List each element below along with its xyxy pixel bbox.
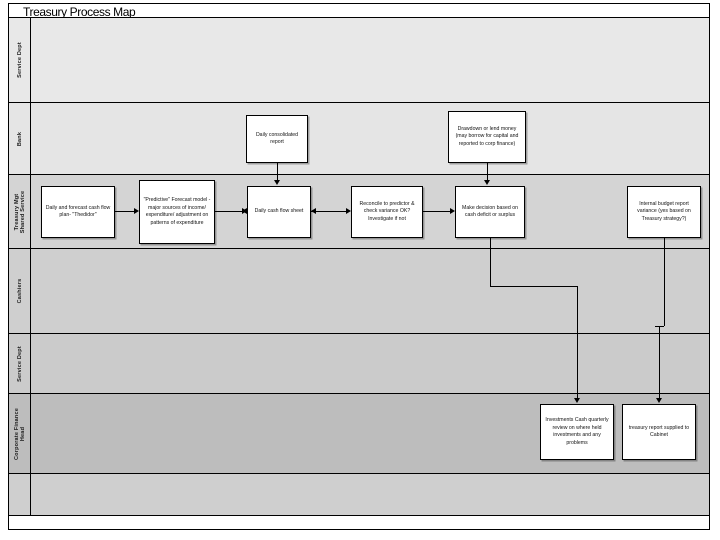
process-box-label: Daily consolidated report xyxy=(255,131,299,146)
connector-segment-reconcile-to-decision xyxy=(423,211,451,212)
connector-segment-budget-into-cabinet xyxy=(659,326,660,399)
swimlane-header-cashiers: Cashiers xyxy=(9,249,31,333)
process-box-treasury-report-supplied-to-cabinet[interactable]: treasury report supplied to Cabinet xyxy=(622,404,696,460)
connector-segment-sheet-to-reconcile xyxy=(311,211,347,212)
process-box-label: "Predictive" Forecast model - major sour… xyxy=(143,197,211,226)
connector-segment-budget-drop xyxy=(664,237,665,326)
process-box-label: Reconcile to predictor & check variance … xyxy=(359,200,415,222)
connector-segment-decision-across xyxy=(490,286,577,287)
swimlane-body-bank xyxy=(31,103,709,174)
swimlane-body-service-dept-top xyxy=(31,18,709,102)
process-box-label: Make decision based on cash deficit or s… xyxy=(462,204,518,219)
connector-arrowhead-sheet-in-left xyxy=(242,208,247,214)
process-box-make-decision-cash-deficit-surplus[interactable]: Make decision based on cash deficit or s… xyxy=(455,186,525,238)
swimlane-bank: Bank Daily consolidated report Drawdown or… xyxy=(9,103,709,175)
connector-arrowhead-drawdown-to-decision xyxy=(484,180,490,185)
connector-arrowhead-budget-to-cabinet xyxy=(656,398,662,403)
swimlane-unnamed-bottom xyxy=(9,474,709,516)
swimlane-label-cashiers: Cashiers xyxy=(16,278,23,304)
connector-segment-consolidated-to-sheet xyxy=(277,162,278,181)
swimlane-body-service-dept-2 xyxy=(31,334,709,393)
process-box-reconcile-to-predictor[interactable]: Reconcile to predictor & check variance … xyxy=(351,186,423,238)
swimlane-cashiers: Cashiers xyxy=(9,249,709,334)
process-box-daily-consolidated-report[interactable]: Daily consolidated report xyxy=(246,115,308,163)
swimlane-label-service-dept-2: Service Dept xyxy=(16,345,23,382)
connector-segment-decision-into-investments xyxy=(577,286,578,399)
process-box-predictive-forecast-model[interactable]: "Predictive" Forecast model - major sour… xyxy=(139,180,215,244)
swimlane-header-bank: Bank xyxy=(9,103,31,174)
process-box-label: Daily and forecast cash flow plan- "Thed… xyxy=(45,204,111,219)
connector-segment-model-to-sheet xyxy=(215,211,243,212)
process-box-daily-cash-flow-sheet[interactable]: Daily cash flow sheet xyxy=(247,186,311,238)
swimlane-header-unnamed-bottom xyxy=(9,474,31,515)
swimlane-header-service-dept-2: Service Dept xyxy=(9,334,31,393)
connector-arrowhead-reconcile-to-decision xyxy=(450,208,455,214)
process-box-internal-budget-report-variance[interactable]: Internal budget report variance (yes bas… xyxy=(627,186,701,238)
swimlane-label-bank: Bank xyxy=(16,131,23,146)
process-box-drawdown-or-lend-money[interactable]: Drawdown or lend money (may borrow for c… xyxy=(448,111,526,163)
process-box-label: Investments Cash quarterly review on whe… xyxy=(545,417,609,446)
connector-segment-drawdown-to-decision xyxy=(487,162,488,181)
connector-arrowhead-plan-to-model xyxy=(134,208,139,214)
connector-arrowhead-consolidated-to-sheet xyxy=(274,180,280,185)
swimlane-body-unnamed-bottom xyxy=(31,474,709,515)
process-box-label: Daily cash flow sheet xyxy=(254,208,304,215)
process-box-daily-and-forecast-cash-flow-plan[interactable]: Daily and forecast cash flow plan- "Thed… xyxy=(41,186,115,238)
connector-arrowhead-decision-to-investments xyxy=(574,398,580,403)
swimlane-label-service-dept-top: Service Dept xyxy=(16,42,23,78)
swimlane-body-cashiers xyxy=(31,249,709,333)
process-box-investments-cash-quarterly-review[interactable]: Investments Cash quarterly review on whe… xyxy=(540,404,614,460)
swimlane-service-dept-2: Service Dept xyxy=(9,334,709,394)
connector-segment-plan-to-model xyxy=(115,211,135,212)
connector-segment-decision-drop xyxy=(490,237,491,286)
process-box-label: treasury report supplied to Cabinet xyxy=(628,424,690,439)
process-box-label: Drawdown or lend money (may borrow for c… xyxy=(455,125,519,147)
process-box-label: Internal budget report variance (yes bas… xyxy=(637,200,691,222)
connector-arrowhead-sheet-in-right xyxy=(311,208,316,214)
swimlane-service-dept-top: Service Dept xyxy=(9,18,709,103)
diagram-title-bar: Treasury Process Map xyxy=(9,4,709,19)
swimlane-header-service-dept-top: Service Dept xyxy=(9,18,31,102)
diagram-title: Treasury Process Map xyxy=(23,5,136,19)
connector-arrowhead-sheet-to-reconcile xyxy=(346,208,351,214)
